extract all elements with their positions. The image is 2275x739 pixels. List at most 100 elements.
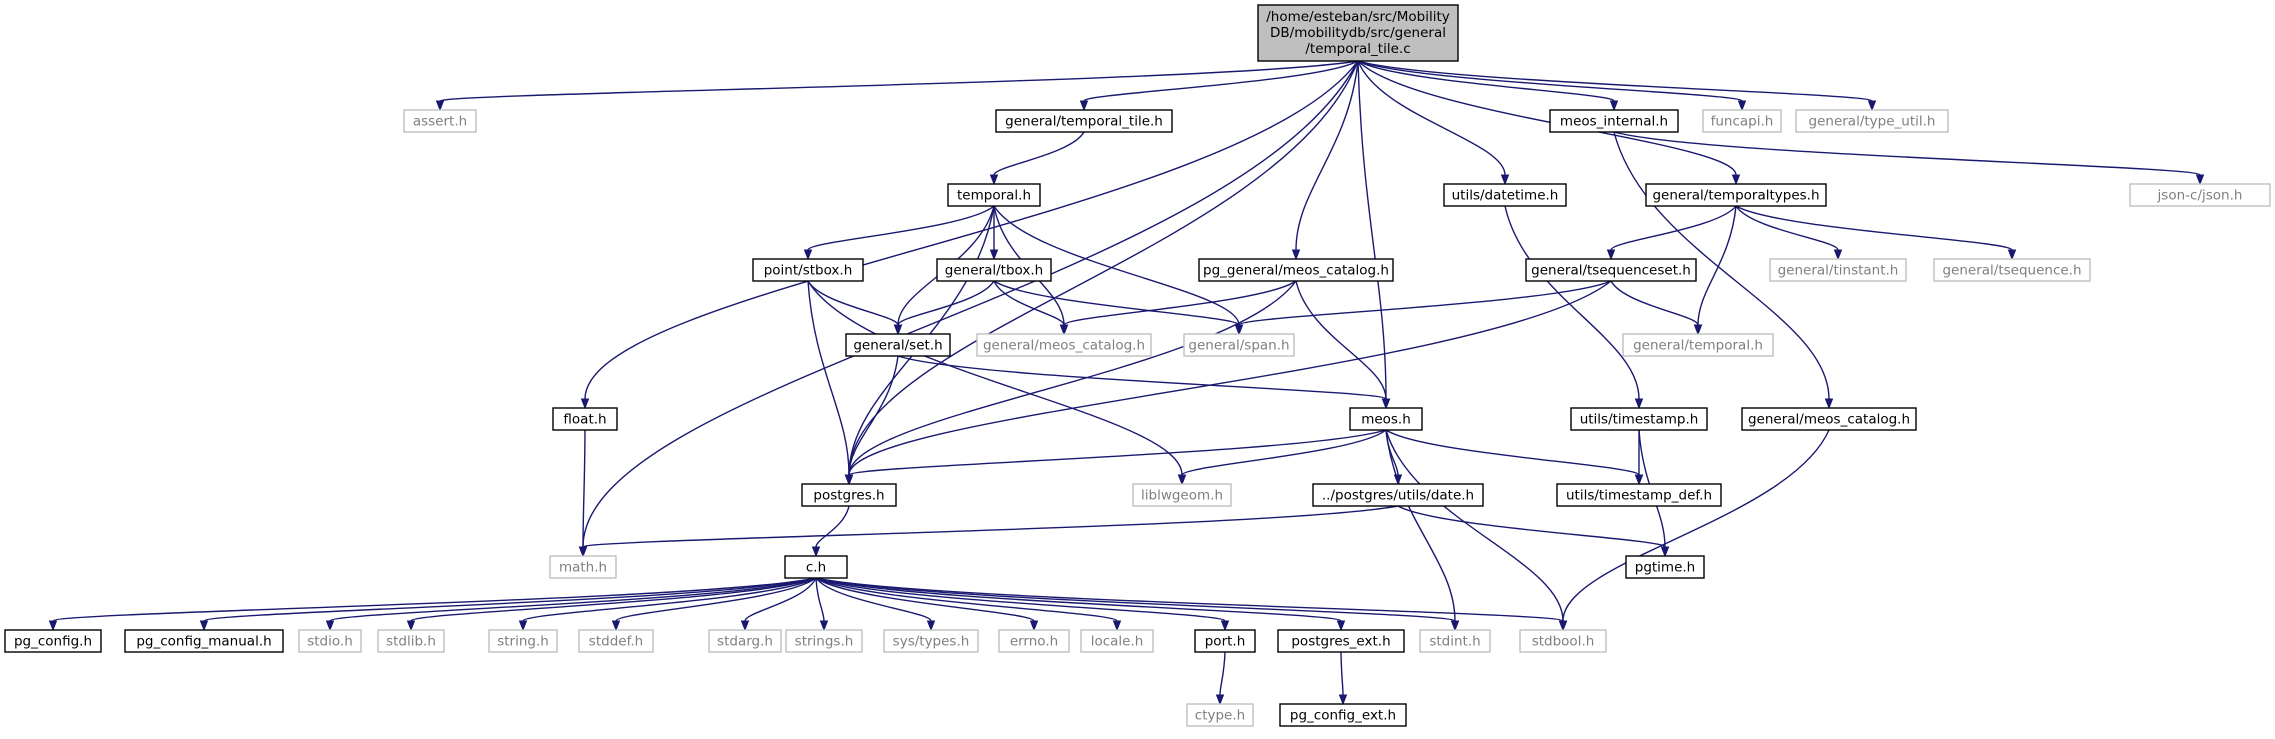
- node-general-tsequenceset-h[interactable]: general/tsequenceset.h: [1525, 258, 1697, 282]
- node-pgtime-h[interactable]: pgtime.h: [1625, 555, 1705, 579]
- edge-line: [993, 131, 1085, 176]
- edge-line: [1385, 429, 1564, 622]
- node-label: meos_internal.h: [1560, 114, 1668, 130]
- node-stddef-h: stddef.h: [578, 629, 654, 653]
- node-general-meos-catalog-h[interactable]: general/meos_catalog.h: [1741, 407, 1917, 431]
- edge-arrowhead: [803, 249, 813, 261]
- edge-temporal_tile_h-to-temporal: [989, 131, 1085, 186]
- node-label: general/meos_catalog.h: [983, 338, 1145, 354]
- edge-arrowhead: [1693, 324, 1703, 336]
- edge-root-to-temporaltypes: [1357, 60, 1741, 186]
- edge-line: [1357, 60, 1737, 176]
- node-label: ../postgres/utils/date.h: [1322, 488, 1474, 504]
- edge-line: [815, 505, 850, 548]
- node-general-temporal-tile-h[interactable]: general/temporal_tile.h: [995, 109, 1173, 133]
- node-port-h[interactable]: port.h: [1194, 629, 1256, 653]
- edge-line: [329, 577, 817, 622]
- edge-arrowhead: [989, 174, 999, 186]
- edge-line: [897, 280, 995, 326]
- node-general-tbox-h[interactable]: general/tbox.h: [936, 258, 1052, 282]
- node-general-set-h[interactable]: general/set.h: [845, 333, 951, 357]
- node-label: general/temporal_tile.h: [1005, 114, 1163, 130]
- node-label: stdlib.h: [386, 634, 436, 650]
- node-stdlib-h: stdlib.h: [377, 629, 445, 653]
- node-stdint-h: stdint.h: [1419, 629, 1491, 653]
- edge-arrowhead: [48, 620, 58, 632]
- node-float-h[interactable]: float.h: [552, 407, 618, 431]
- edge-arrowhead: [1500, 174, 1510, 186]
- edge-root-to-datetime: [1357, 60, 1510, 186]
- edge-root-to-float: [580, 60, 1359, 410]
- root-file-label-line: /home/esteban/src/Mobility: [1266, 9, 1450, 25]
- edge-meos_catalog_f-to-stdbool: [1558, 429, 1830, 632]
- node-stdarg-h: stdarg.h: [708, 629, 782, 653]
- node-point-stbox-h[interactable]: point/stbox.h: [752, 258, 864, 282]
- node-c-h[interactable]: c.h: [784, 555, 848, 579]
- node-label: stdint.h: [1429, 634, 1480, 650]
- node-label: postgres.h: [813, 488, 884, 504]
- node-meos-h[interactable]: meos.h: [1349, 407, 1423, 431]
- node-temporal-h[interactable]: temporal.h: [947, 183, 1041, 207]
- edge-line: [993, 280, 1065, 326]
- edge-arrowhead: [518, 620, 528, 632]
- node-general-temporaltypes-h[interactable]: general/temporaltypes.h: [1645, 183, 1827, 207]
- edge-tsequenceset-to-span: [1234, 280, 1612, 336]
- node-label: pgtime.h: [1635, 560, 1696, 576]
- edge-arrowhead: [435, 100, 445, 112]
- node-utils-timestamp-def-h[interactable]: utils/timestamp_def.h: [1556, 483, 1722, 507]
- node-label: c.h: [806, 560, 826, 576]
- edge-line: [848, 280, 1612, 476]
- node-pg-config-ext-h[interactable]: pg_config_ext.h: [1279, 703, 1407, 727]
- node-label: general/tsequenceset.h: [1531, 263, 1691, 279]
- edge-pgdate-to-math: [578, 505, 1399, 558]
- edge-temporaltypes-to-gtemporal: [1693, 205, 1737, 336]
- node-label: port.h: [1205, 634, 1246, 650]
- edge-ch-to-stdint: [815, 577, 1460, 632]
- node-label: pg_general/meos_catalog.h: [1203, 263, 1389, 279]
- node-general-meos-catalog-h: general/meos_catalog.h: [976, 333, 1152, 357]
- node-stdio-h: stdio.h: [298, 629, 362, 653]
- edge-ch-to-pg_config: [48, 577, 817, 632]
- edge-arrowhead: [1177, 474, 1187, 486]
- edge-root-to-temporal_tile_h: [1079, 60, 1359, 112]
- edge-line: [1181, 429, 1387, 476]
- node-string-h: string.h: [488, 629, 558, 653]
- root-file-label-line: /temporal_tile.c: [1305, 41, 1410, 57]
- edge-ch-to-pg_config_manual: [199, 577, 817, 632]
- edge-line: [522, 577, 817, 622]
- edge-temporal-to-tbox: [989, 206, 999, 261]
- edge-line: [584, 60, 1359, 400]
- node-pg-config-h[interactable]: pg_config.h: [4, 629, 102, 653]
- node-strings-h: strings.h: [785, 629, 863, 653]
- node-label: utils/datetime.h: [1452, 188, 1559, 204]
- edge-line: [815, 577, 825, 622]
- edge-line: [807, 280, 899, 326]
- edge-arrowhead: [893, 324, 903, 336]
- node-utils-datetime-h[interactable]: utils/datetime.h: [1443, 183, 1567, 207]
- node-postgres-utils-date-h[interactable]: ../postgres/utils/date.h: [1312, 483, 1484, 507]
- node-meos-internal-h[interactable]: meos_internal.h: [1549, 109, 1679, 133]
- node-liblwgeom-h: liblwgeom.h: [1132, 483, 1232, 507]
- node-label: meos.h: [1361, 412, 1411, 428]
- edge-line: [744, 577, 817, 622]
- node-general-tinstant-h: general/tinstant.h: [1769, 258, 1907, 282]
- edge-pg_meos_catalog-to-meos: [1295, 280, 1391, 410]
- edge-line: [1397, 505, 1666, 548]
- edge-arrowhead: [1609, 100, 1619, 112]
- node-postgres-h[interactable]: postgres.h: [801, 483, 897, 507]
- node-postgres-ext-h[interactable]: postgres_ext.h: [1277, 629, 1405, 653]
- node-utils-timestamp-h[interactable]: utils/timestamp.h: [1570, 407, 1708, 431]
- node-pg-config-manual-h[interactable]: pg_config_manual.h: [124, 629, 284, 653]
- edge-line: [807, 280, 850, 476]
- node-label: funcapi.h: [1711, 114, 1774, 130]
- edge-line: [1357, 60, 1743, 102]
- node-label: stddef.h: [589, 634, 643, 650]
- edge-tsequenceset-to-gtemporal: [1610, 280, 1703, 336]
- edge-temporaltypes-to-tsequence: [1735, 205, 2017, 261]
- edge-ch-to-strings: [815, 577, 829, 632]
- node-label: general/tbox.h: [945, 263, 1043, 279]
- edge-line: [1610, 205, 1737, 251]
- node-layer: /home/esteban/src/MobilityDB/mobilitydb/…: [4, 4, 2271, 727]
- node-label: float.h: [563, 412, 606, 428]
- node-pg-general-meos-catalog-h[interactable]: pg_general/meos_catalog.h: [1198, 258, 1394, 282]
